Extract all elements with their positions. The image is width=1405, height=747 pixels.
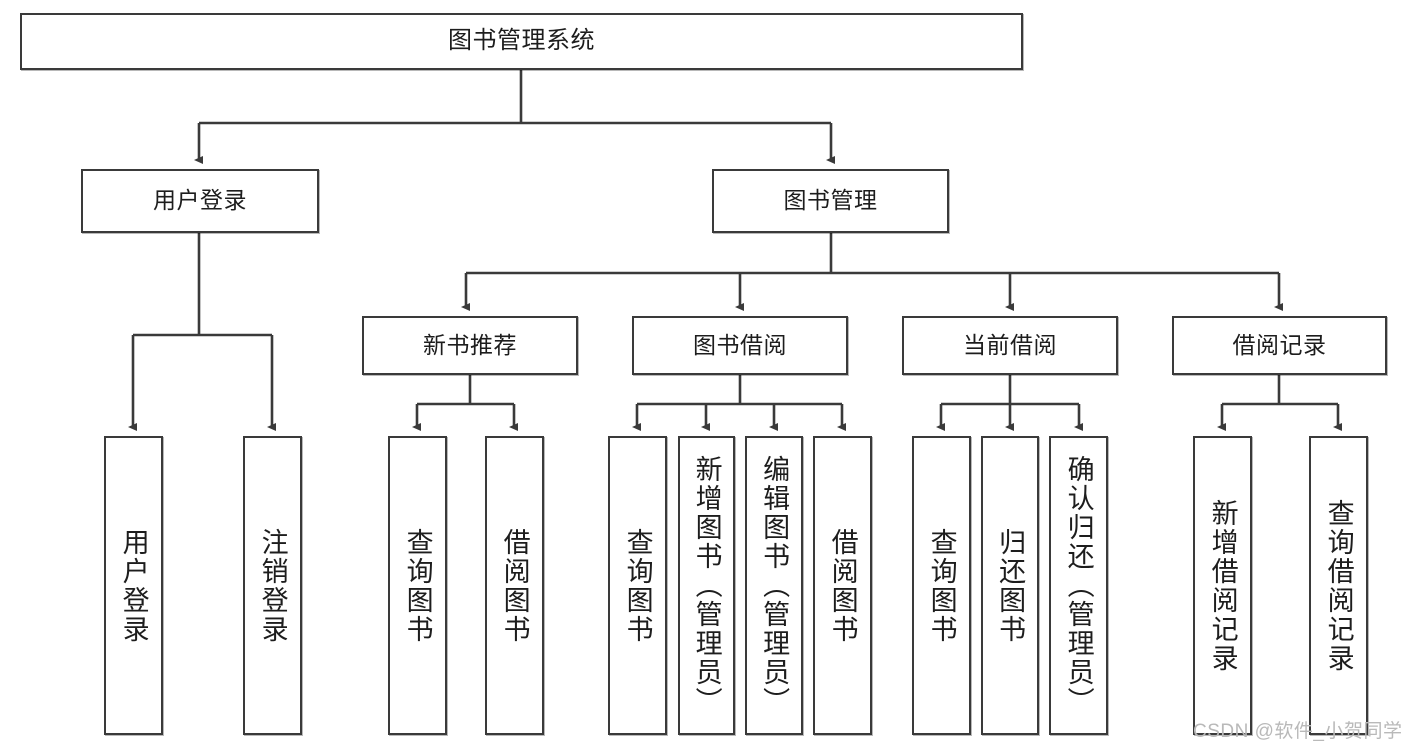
node-user-login[interactable]: 用户登录 xyxy=(81,169,319,233)
leaf-query-borrow-record[interactable]: 查询借阅记录 xyxy=(1309,436,1368,735)
leaf-user-login[interactable]: 用户登录 xyxy=(104,436,163,735)
node-label: 图书借阅 xyxy=(693,331,787,358)
node-label: 注销登录 xyxy=(257,527,288,644)
node-label: 查询图书 xyxy=(402,527,433,644)
node-label: 借阅记录 xyxy=(1232,331,1327,358)
leaf-query-books-borrowing[interactable]: 查询图书 xyxy=(608,436,667,735)
leaf-query-books-recommendation[interactable]: 查询图书 xyxy=(388,436,447,735)
node-current-borrowing[interactable]: 当前借阅 xyxy=(902,316,1118,375)
node-label: 用户登录 xyxy=(153,187,247,214)
node-root-book-management-system[interactable]: 图书管理系统 xyxy=(20,13,1023,70)
node-label: 新书推荐 xyxy=(423,331,517,358)
node-label: 图书管理 xyxy=(783,187,878,214)
node-new-book-recommendation[interactable]: 新书推荐 xyxy=(362,316,578,375)
node-label: 新增图书（管理员） xyxy=(691,455,722,716)
leaf-logout[interactable]: 注销登录 xyxy=(243,436,302,735)
node-borrow-records[interactable]: 借阅记录 xyxy=(1172,316,1387,375)
node-label: 新增借阅记录 xyxy=(1207,498,1238,673)
csdn-watermark: CSDN @软件_小贺同学 xyxy=(1193,721,1403,742)
node-label: 当前借阅 xyxy=(963,331,1057,358)
node-label: 图书管理系统 xyxy=(448,27,595,55)
leaf-edit-book-admin[interactable]: 编辑图书（管理员） xyxy=(745,436,803,735)
node-label: 归还图书 xyxy=(995,527,1026,644)
node-label: 编辑图书（管理员） xyxy=(759,455,790,716)
node-label: 查询图书 xyxy=(926,527,957,644)
leaf-return-books[interactable]: 归还图书 xyxy=(981,436,1039,735)
node-label: 查询借阅记录 xyxy=(1323,498,1354,673)
node-label: 用户登录 xyxy=(118,527,149,644)
node-label: 借阅图书 xyxy=(499,527,530,644)
node-book-borrowing[interactable]: 图书借阅 xyxy=(632,316,848,375)
leaf-add-borrow-record[interactable]: 新增借阅记录 xyxy=(1193,436,1252,735)
node-label: 借阅图书 xyxy=(827,527,858,644)
node-book-management[interactable]: 图书管理 xyxy=(712,169,949,233)
node-label: 确认归还（管理员） xyxy=(1063,455,1094,716)
leaf-confirm-return-admin[interactable]: 确认归还（管理员） xyxy=(1049,436,1108,735)
leaf-add-book-admin[interactable]: 新增图书（管理员） xyxy=(678,436,735,735)
leaf-query-books-current[interactable]: 查询图书 xyxy=(912,436,971,735)
leaf-borrow-books-recommendation[interactable]: 借阅图书 xyxy=(485,436,544,735)
leaf-borrow-books-borrowing[interactable]: 借阅图书 xyxy=(813,436,872,735)
node-label: 查询图书 xyxy=(622,527,653,644)
